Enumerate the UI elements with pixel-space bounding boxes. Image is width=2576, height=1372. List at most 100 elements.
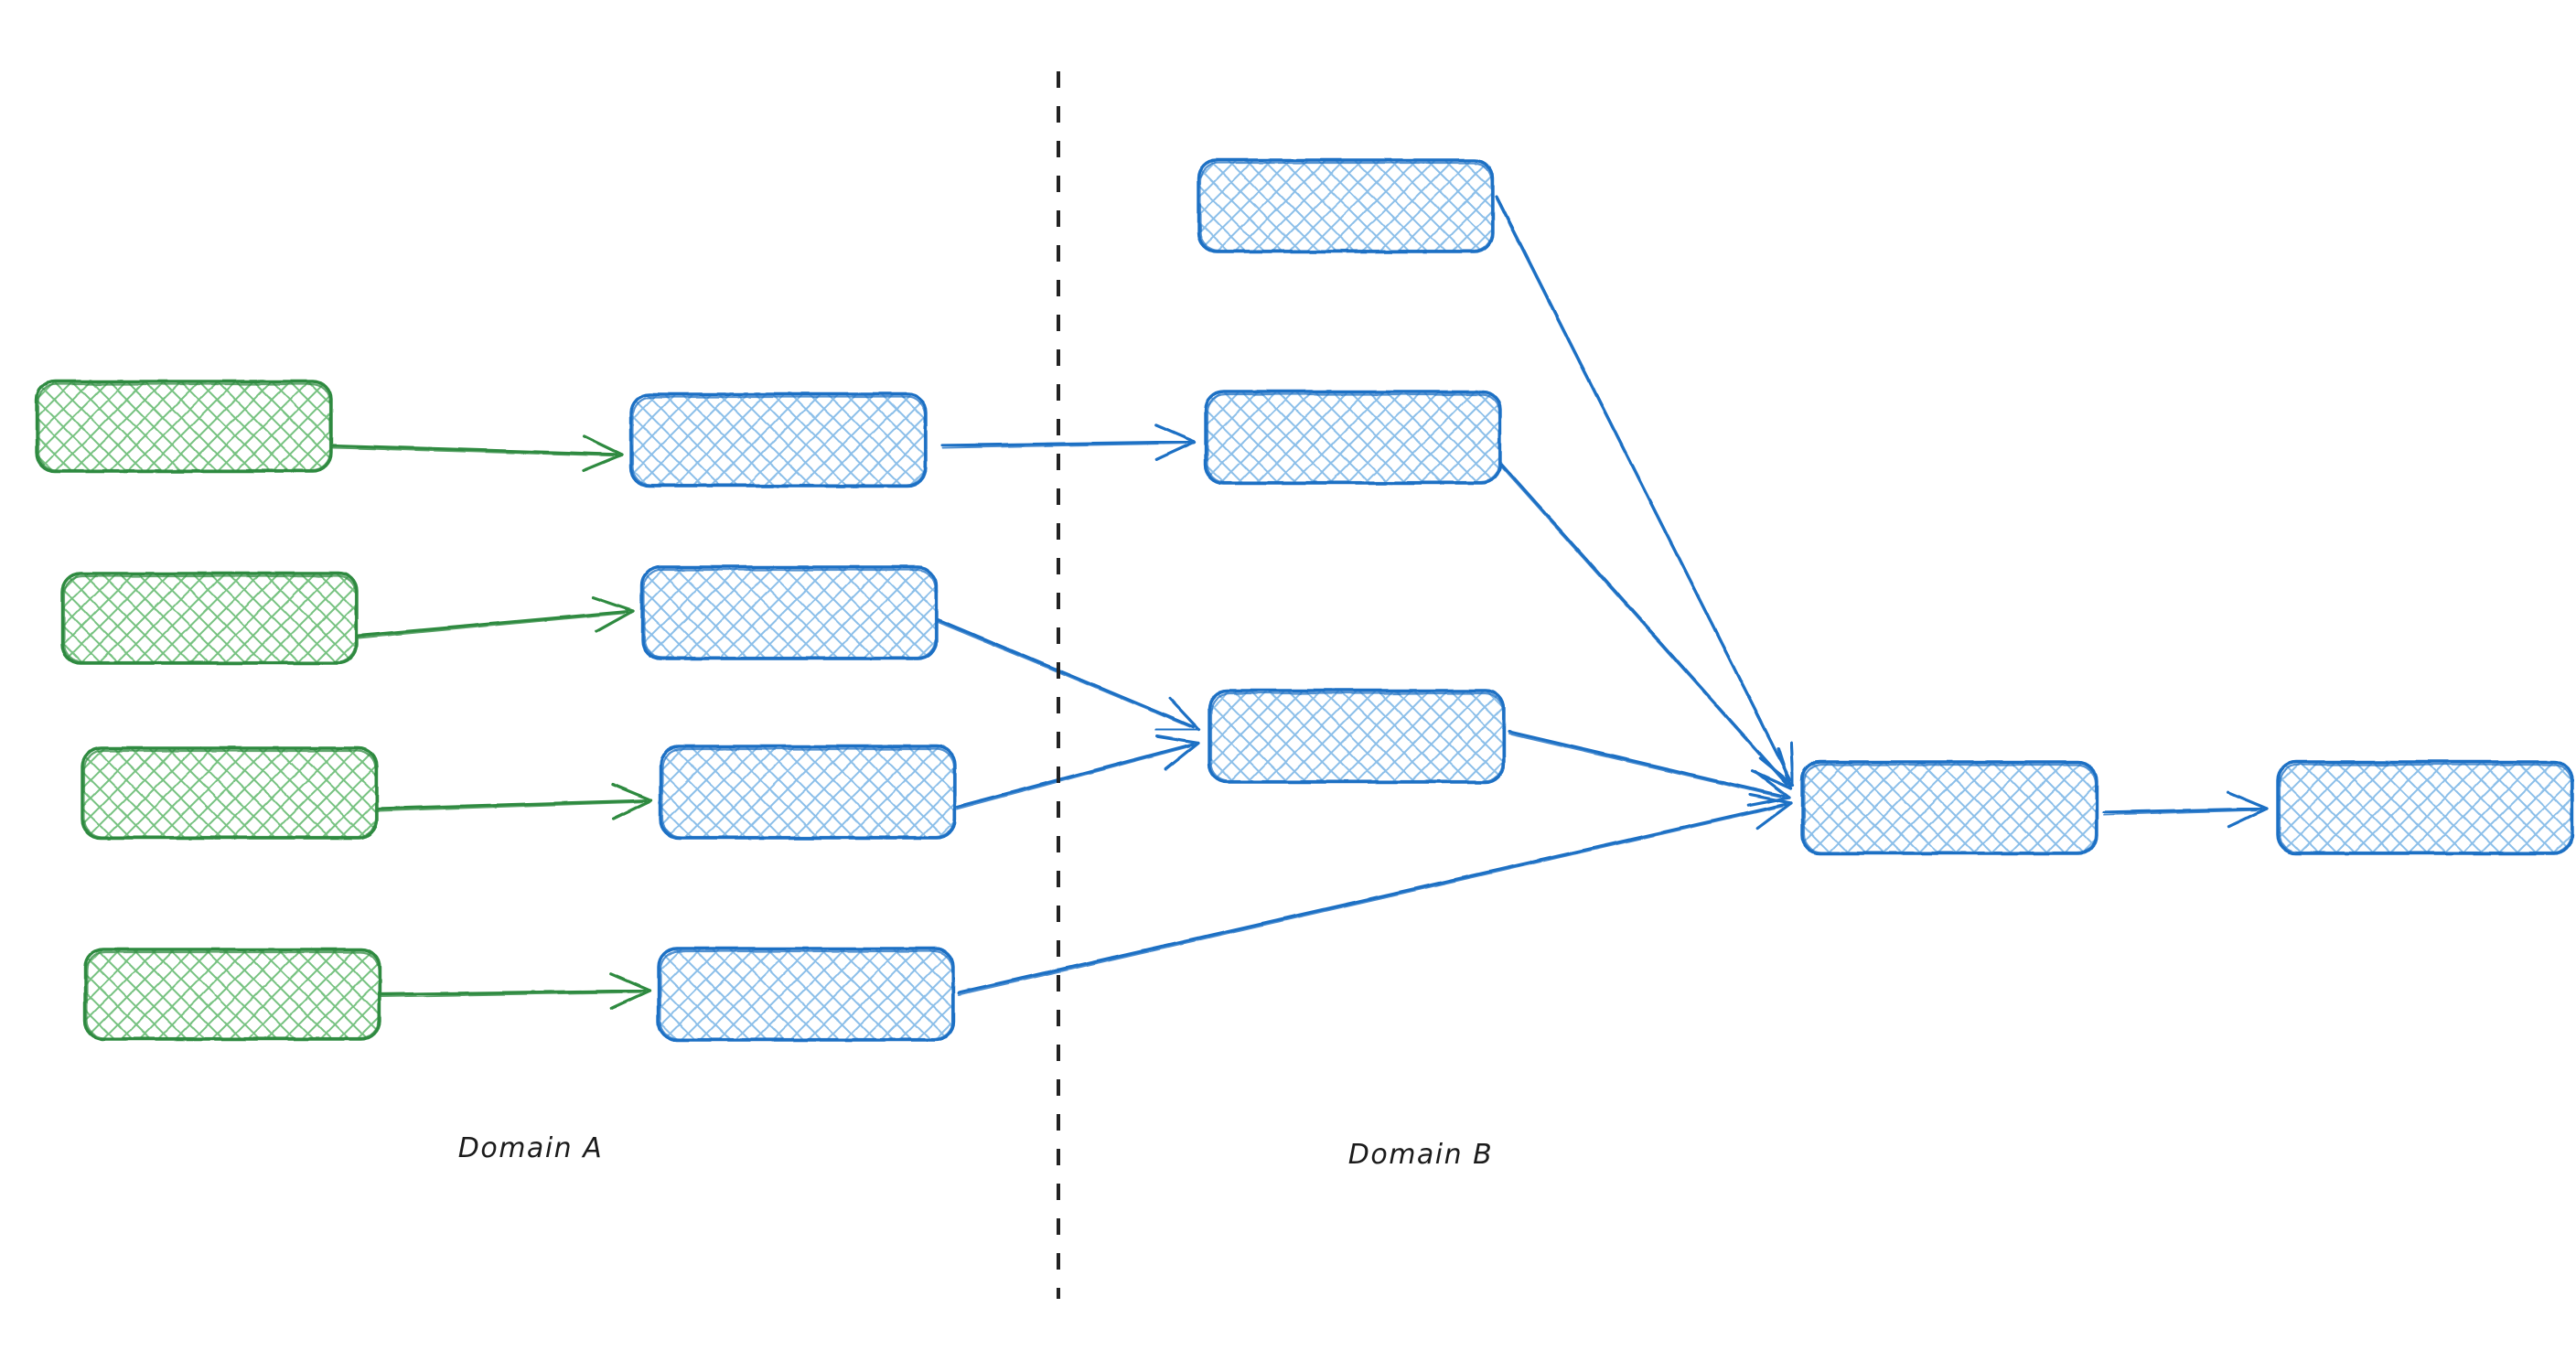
arrowhead-stroke-0: [2227, 807, 2269, 829]
node-border-sketch: [1209, 691, 1505, 783]
edge-c1-to-hub[interactable]: [1495, 195, 1795, 787]
node-border-sketch: [659, 949, 954, 1041]
edge-shaft: [955, 742, 1195, 809]
node-b3[interactable]: [659, 745, 957, 840]
node-hub[interactable]: [1800, 760, 2098, 855]
node-border-sketch: [37, 382, 332, 472]
label-domain-a: Domain A: [458, 1132, 603, 1164]
arrowhead-stroke-0: [1154, 727, 1200, 732]
edge-a3-to-b3[interactable]: [377, 782, 653, 820]
node-a4[interactable]: [83, 948, 381, 1041]
edge-shaft: [357, 609, 629, 638]
edge-shaft-sketch: [1508, 733, 1782, 799]
edge-a4-to-b4[interactable]: [380, 972, 651, 1010]
edge-b3-to-c3[interactable]: [955, 734, 1200, 810]
edge-b2-to-c3[interactable]: [935, 617, 1200, 732]
arrowhead-stroke-1: [610, 782, 653, 802]
edge-shaft: [377, 799, 648, 810]
edge-shaft: [2102, 807, 2263, 814]
arrowhead-stroke-1: [1776, 746, 1793, 790]
edge-b1-to-c2[interactable]: [940, 423, 1197, 461]
arrowhead-stroke-0: [595, 609, 635, 634]
node-fill: [642, 567, 937, 659]
node-fill: [659, 949, 953, 1040]
arrowhead-stroke-0: [609, 989, 651, 1010]
node-fill: [660, 746, 955, 838]
node-c1[interactable]: [1197, 158, 1495, 253]
edge-shaft: [935, 617, 1196, 729]
node-a1[interactable]: [35, 380, 333, 473]
arrowhead-stroke-0: [1164, 741, 1200, 771]
node-b2[interactable]: [640, 565, 939, 660]
arrowhead-stroke-0: [581, 453, 624, 473]
edge-shaft: [957, 802, 1787, 994]
arrowhead-stroke-1: [1748, 793, 1793, 805]
arrowhead-stroke-0: [1755, 801, 1793, 831]
node-c2[interactable]: [1204, 390, 1502, 485]
label-domain-b: Domain B: [1348, 1139, 1494, 1171]
node-border-sketch: [1206, 392, 1501, 484]
edge-shaft-sketch: [941, 442, 1186, 449]
node-border-sketch: [631, 395, 927, 487]
node-fill: [62, 573, 357, 663]
edge-shaft-sketch: [332, 446, 614, 457]
node-border-sketch: [2278, 763, 2573, 854]
arrowhead-stroke-0: [611, 799, 653, 820]
arrowhead-stroke-1: [1789, 741, 1795, 787]
node-border-sketch: [1802, 763, 2098, 854]
arrowhead-stroke-1: [1154, 734, 1200, 745]
node-border-sketch: [642, 568, 938, 659]
edge-shaft: [1508, 730, 1786, 799]
arrowhead-stroke-1: [2226, 790, 2269, 810]
edge-shaft: [380, 989, 646, 996]
node-a3[interactable]: [80, 746, 379, 840]
arrowhead-stroke-0: [1746, 796, 1791, 808]
node-a2[interactable]: [60, 572, 359, 665]
node-fill: [82, 748, 377, 838]
node-fill: [1209, 691, 1504, 782]
node-border-sketch: [62, 574, 358, 664]
arrowhead-stroke-1: [583, 434, 624, 456]
edge-shaft-sketch: [958, 805, 1784, 996]
node-border-sketch: [85, 950, 381, 1040]
node-fill: [37, 381, 331, 471]
edge-layer: [331, 195, 2269, 1010]
node-fill: [1206, 391, 1500, 483]
node-fill: [1198, 160, 1493, 252]
node-border-sketch: [660, 747, 956, 839]
node-b1[interactable]: [629, 392, 928, 488]
edge-shaft-sketch: [936, 620, 1191, 728]
edge-b4-to-hub[interactable]: [957, 793, 1793, 996]
arrowhead-stroke-0: [1154, 440, 1197, 461]
node-fill: [631, 394, 926, 486]
arrowhead-stroke-1: [1167, 696, 1200, 731]
node-b4[interactable]: [657, 947, 955, 1042]
node-out[interactable]: [2276, 760, 2574, 855]
label-layer: Domain A Domain B: [458, 1132, 1494, 1171]
edge-shaft-sketch: [956, 745, 1191, 810]
edge-shaft-sketch: [381, 991, 641, 998]
edge-shaft-sketch: [378, 800, 643, 812]
node-c3[interactable]: [1208, 689, 1506, 784]
node-border-sketch: [1198, 161, 1494, 252]
edge-shaft: [1500, 463, 1789, 787]
node-fill: [1802, 762, 2097, 853]
edge-c3-to-hub[interactable]: [1508, 730, 1791, 808]
arrowhead-stroke-1: [609, 972, 651, 992]
edge-shaft: [331, 444, 618, 456]
edge-shaft-sketch: [1496, 198, 1790, 779]
edge-a2-to-b2[interactable]: [357, 595, 635, 639]
edge-a1-to-b1[interactable]: [331, 434, 624, 473]
node-fill: [85, 949, 380, 1039]
edge-shaft: [940, 440, 1191, 447]
arrowhead-stroke-1: [591, 595, 635, 613]
edge-hub-to-out[interactable]: [2102, 790, 2269, 829]
edge-shaft-sketch: [358, 612, 625, 639]
edge-shaft-sketch: [2103, 809, 2259, 816]
node-layer: [35, 158, 2574, 1042]
arrowhead-stroke-1: [1154, 423, 1197, 444]
node-fill: [2278, 762, 2572, 853]
node-border-sketch: [82, 749, 378, 839]
